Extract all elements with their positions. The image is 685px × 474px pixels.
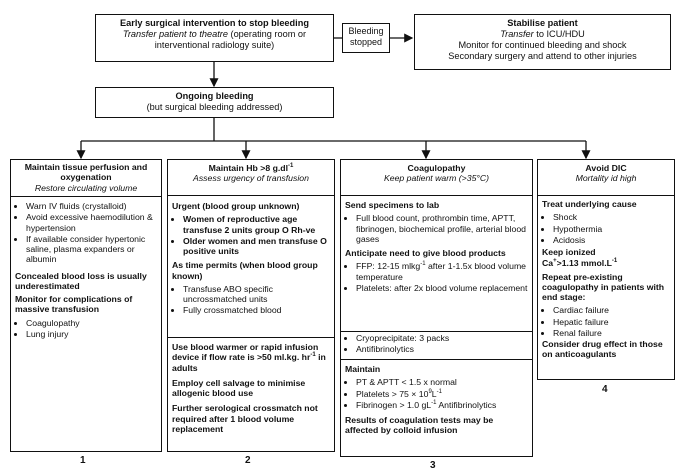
col4-title: Avoid DIC [585, 163, 627, 173]
col2-number: 2 [245, 455, 251, 466]
col4-treat: Treat underlying cause [542, 199, 637, 209]
col3-maintain: Maintain [345, 364, 381, 374]
col3-results: Results of coagulation tests may be affe… [345, 415, 494, 436]
column-2-box: Maintain Hb >8 g.dl-1 Assess urgency of … [167, 159, 335, 452]
col3-number: 3 [430, 460, 436, 471]
col2-title: Maintain Hb >8 g.dl [208, 163, 289, 173]
list-item: Coagulopathy [26, 318, 157, 328]
col3-title: Coagulopathy [407, 163, 466, 173]
list-item: Fully crossmatched blood [183, 305, 330, 315]
list-item: Avoid excessive haemodilution & hyperten… [26, 212, 157, 233]
column-3-box: Coagulopathy Keep patient warm (>35°C) S… [340, 159, 533, 457]
intervention-box: Early surgical intervention to stop blee… [95, 14, 334, 62]
list-item: Cardiac failure [553, 305, 670, 315]
list-item: Fibrinogen > 1.0 gL-1 Antifibrinolytics [356, 400, 528, 410]
col3-subtitle: Keep patient warm (>35°C) [383, 173, 490, 184]
col3-send: Send specimens to lab [345, 200, 440, 210]
list-item: Transfuse ABO specific uncrossmatched un… [183, 284, 330, 305]
list-item: Platelets > 75 × 109L-1 [356, 389, 528, 399]
col4-subtitle: Mortality id high [575, 173, 637, 184]
col1-subtitle: Restore circulating volume [34, 182, 138, 193]
ongoing-bleeding-box: Ongoing bleeding (but surgical bleeding … [95, 87, 334, 118]
col1-para1: Concealed blood loss is usually underest… [15, 270, 147, 291]
list-item: Older women and men transfuse O positive… [183, 236, 330, 257]
list-item: Acidosis [553, 235, 670, 245]
col1-bullets: Warn IV fluids (crystalloid) Avoid exces… [15, 201, 157, 265]
col4-consider: Consider drug effect in those on anticoa… [542, 339, 663, 360]
col2-further: Further serological crossmatch not requi… [172, 403, 318, 434]
col2-salvage: Employ cell salvage to minimise allogeni… [172, 377, 306, 399]
list-item: Warn IV fluids (crystalloid) [26, 201, 157, 211]
stabilise-box: Stabilise patient Transfer to ICU/HDU Mo… [414, 14, 671, 70]
col1-title: Maintain tissue perfusion and oxygenatio… [24, 162, 148, 183]
list-item: Hepatic failure [553, 317, 670, 327]
col4-keep: Keep ionized [542, 247, 596, 258]
bleeding-stopped-box: Bleeding stopped [342, 23, 390, 53]
col2-urgent: Urgent (blood group unknown) [172, 201, 300, 211]
list-item: Renal failure [553, 328, 670, 338]
list-item: FFP: 12-15 mlkg-1 after 1-1.5x blood vol… [356, 261, 528, 282]
col2-subtitle: Assess urgency of transfusion [193, 173, 309, 184]
column-1-box: Maintain tissue perfusion and oxygenatio… [10, 159, 162, 452]
list-item: PT & APTT < 1.5 x normal [356, 377, 528, 387]
intervention-title: Early surgical intervention to stop blee… [120, 18, 309, 28]
col4-number: 4 [602, 384, 608, 395]
list-item: Lung injury [26, 329, 157, 339]
list-item: Full blood count, prothrombin time, APTT… [356, 213, 528, 244]
col1-para2: Monitor for complications of massive tra… [15, 294, 133, 315]
stabilise-title: Stabilise patient [507, 18, 578, 28]
list-item: Women of reproductive age transfuse 2 un… [183, 214, 330, 235]
ongoing-subtitle: (but surgical bleeding addressed) [146, 101, 283, 112]
list-item: Hypothermia [553, 224, 670, 234]
col4-repeat: Repeat pre-existing coagulopathy in pati… [542, 271, 665, 303]
list-item: If available consider hypertonic saline,… [26, 234, 157, 265]
list-item: Cryoprecipitate: 3 packs [356, 333, 528, 343]
ongoing-title: Ongoing bleeding [175, 91, 254, 101]
list-item: Shock [553, 212, 670, 222]
col2-as-time: As time permits (when blood group known) [172, 260, 318, 281]
col1-number: 1 [80, 455, 86, 466]
bleeding-stopped-label: Bleeding stopped [348, 26, 384, 47]
column-4-box: Avoid DIC Mortality id high Treat underl… [537, 159, 675, 380]
list-item: Platelets: after 2x blood volume replace… [356, 283, 528, 293]
intervention-transfer: Transfer patient to theatre [122, 28, 228, 39]
col3-anticipate: Anticipate need to give blood products [345, 248, 506, 259]
col2-warmer: Use blood warmer or rapid infusion devic… [172, 342, 319, 363]
intervention-line3: interventional radiology suite) [154, 39, 275, 50]
list-item: Antifibrinolytics [356, 344, 528, 354]
